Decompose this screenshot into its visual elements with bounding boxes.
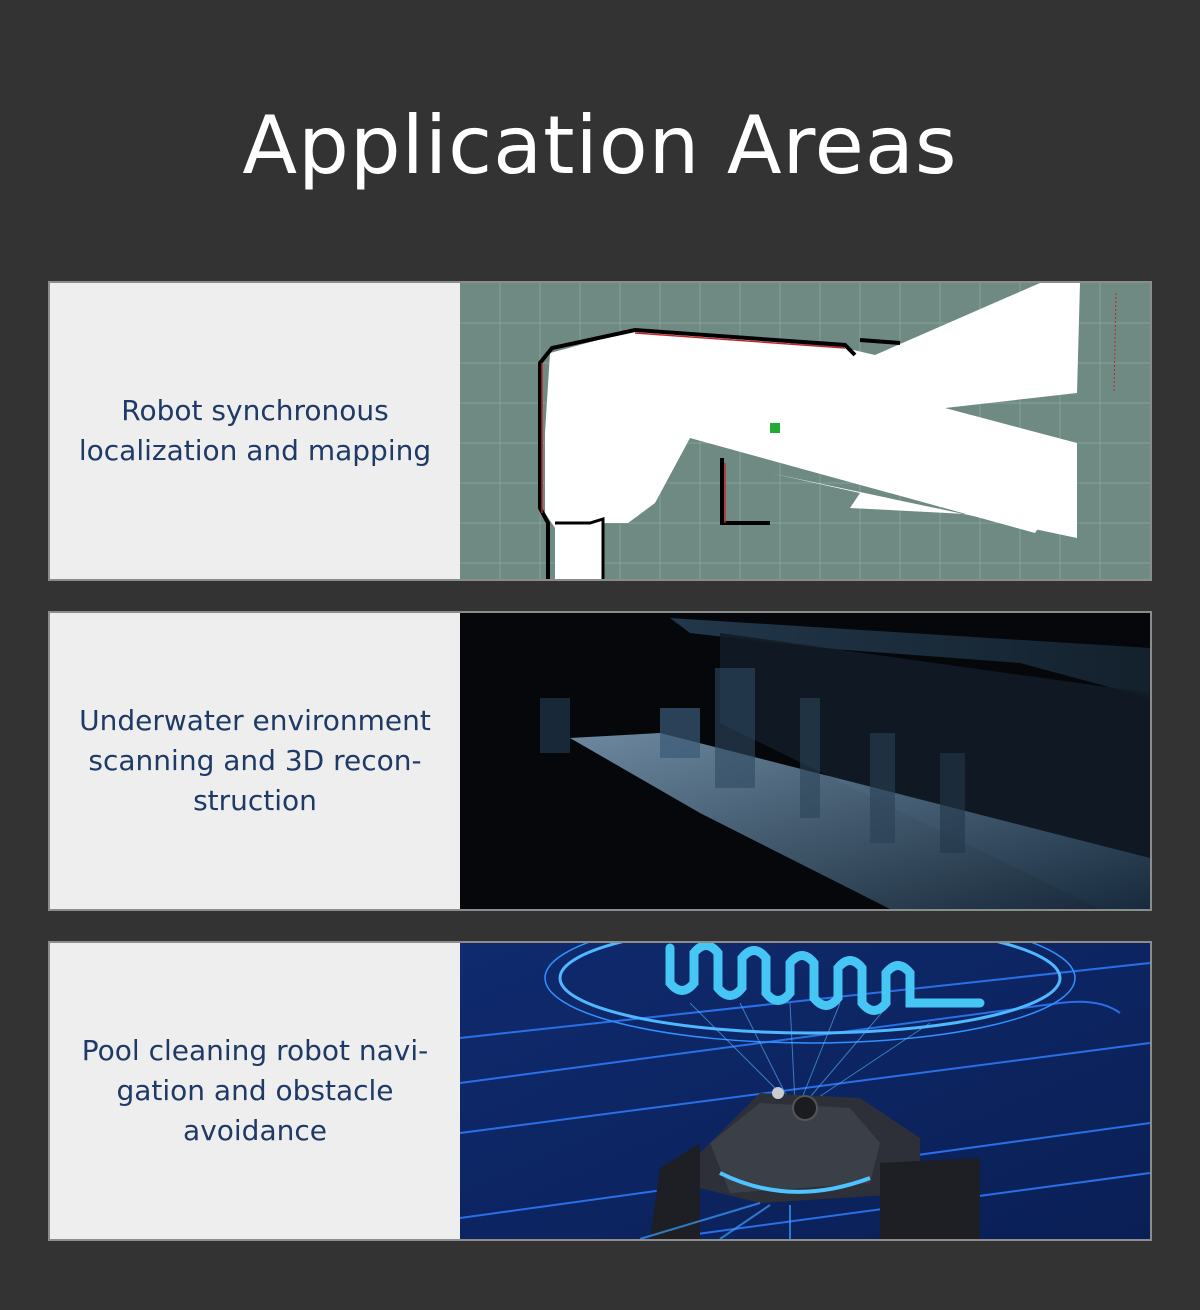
description-line: Underwater environment [79, 704, 431, 737]
description-line: gation and obstacle [116, 1074, 394, 1107]
card-description: Underwater environment scanning and 3D r… [50, 613, 460, 909]
description-line: struction [193, 784, 317, 817]
application-card-slam: Robot synchronous localization and mappi… [48, 281, 1152, 581]
slam-map-image [460, 283, 1150, 579]
card-description: Pool cleaning robot navi- gation and obs… [50, 943, 460, 1239]
description-line: Pool cleaning robot navi- [81, 1034, 429, 1067]
description-line: Robot synchronous [121, 394, 389, 427]
description-line: localization and mapping [78, 434, 432, 467]
pool-robot-image [460, 943, 1150, 1239]
application-card-3d-scan: Underwater environment scanning and 3D r… [48, 611, 1152, 911]
point-cloud-scene-icon [460, 613, 1150, 909]
pool-cleaning-robot-icon [460, 943, 1150, 1239]
application-card-pool-robot: Pool cleaning robot navi- gation and obs… [48, 941, 1152, 1241]
page-title: Application Areas [242, 99, 958, 192]
occupancy-grid-map-icon [460, 283, 1150, 579]
description-line: scanning and 3D recon- [88, 744, 422, 777]
description-line: avoidance [183, 1114, 327, 1147]
card-description: Robot synchronous localization and mappi… [50, 283, 460, 579]
point-cloud-image [460, 613, 1150, 909]
